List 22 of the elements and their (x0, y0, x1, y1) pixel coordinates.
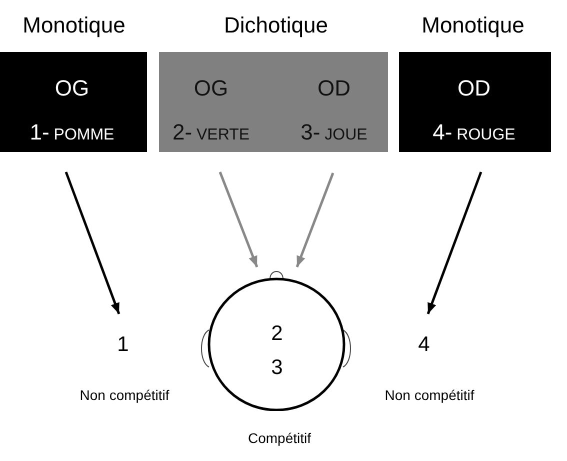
arrow (64, 172, 120, 314)
response-number: 1 (117, 332, 129, 358)
stimulus-word: 4- ROUGE (432, 119, 516, 145)
column-heading: Monotique (22, 12, 126, 38)
stimulus-word: 1- POMME (30, 119, 114, 145)
stimulus-word: 3- JOUE (300, 119, 368, 145)
response-number: 3 (271, 356, 283, 380)
arrow (426, 172, 482, 314)
ear-label: OG (54, 75, 90, 101)
arrow (218, 172, 258, 268)
response-number: 2 (271, 322, 283, 346)
condition-label: Compétitif (248, 430, 312, 446)
condition-label: Non compétitif (80, 386, 170, 404)
column-heading: Dichotique (224, 12, 328, 38)
ear-label: OG (194, 75, 228, 101)
ear-label: OD (458, 75, 490, 101)
condition-label: Non compétitif (384, 386, 474, 404)
arrow (296, 172, 334, 268)
response-number: 4 (418, 332, 430, 358)
column-heading: Monotique (422, 12, 524, 38)
stimulus-word: 2- VERTE (172, 119, 250, 145)
ear-label: OD (318, 75, 350, 101)
